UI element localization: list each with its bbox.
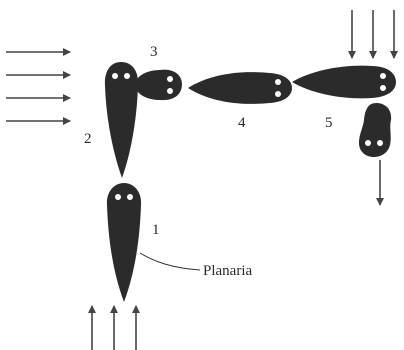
planaria-5-body (292, 66, 396, 99)
planaria-6-eye-right (377, 140, 383, 146)
planaria-4 (188, 72, 292, 104)
label-planaria: Planaria (203, 263, 252, 279)
label-position-5: 5 (325, 115, 333, 131)
label-position-2: 2 (84, 131, 92, 147)
planaria-2-eye-right (124, 73, 130, 79)
planaria-5 (292, 66, 396, 99)
left-light-arrows (6, 52, 70, 121)
planaria-1 (107, 183, 141, 302)
planaria-2-eye-left (112, 73, 118, 79)
planaria-3 (136, 70, 182, 101)
planaria-2 (105, 62, 138, 178)
planaria-2-body (105, 62, 138, 178)
planaria-5-eye-bottom (380, 85, 386, 91)
planaria-4-eye-top (275, 79, 281, 85)
label-position-4: 4 (238, 115, 246, 131)
planaria-3-eye-bottom (167, 88, 173, 94)
planaria-6 (359, 103, 391, 157)
bottom-light-arrows (92, 306, 136, 350)
planaria-3-body (136, 70, 182, 101)
planaria-4-body (188, 72, 292, 104)
planaria-6-body (359, 103, 391, 157)
top-right-light-arrows (352, 10, 394, 58)
planaria-1-body (107, 183, 141, 302)
planaria-1-eye-left (115, 194, 121, 200)
planaria-1-eye-right (127, 194, 133, 200)
planaria-3-eye-top (167, 76, 173, 82)
planaria-5-eye-top (380, 73, 386, 79)
label-position-1: 1 (152, 222, 160, 238)
planaria-4-eye-bottom (275, 91, 281, 97)
planaria-pointer-line (140, 253, 200, 270)
planaria-6-eye-left (365, 140, 371, 146)
label-position-3: 3 (150, 44, 158, 60)
